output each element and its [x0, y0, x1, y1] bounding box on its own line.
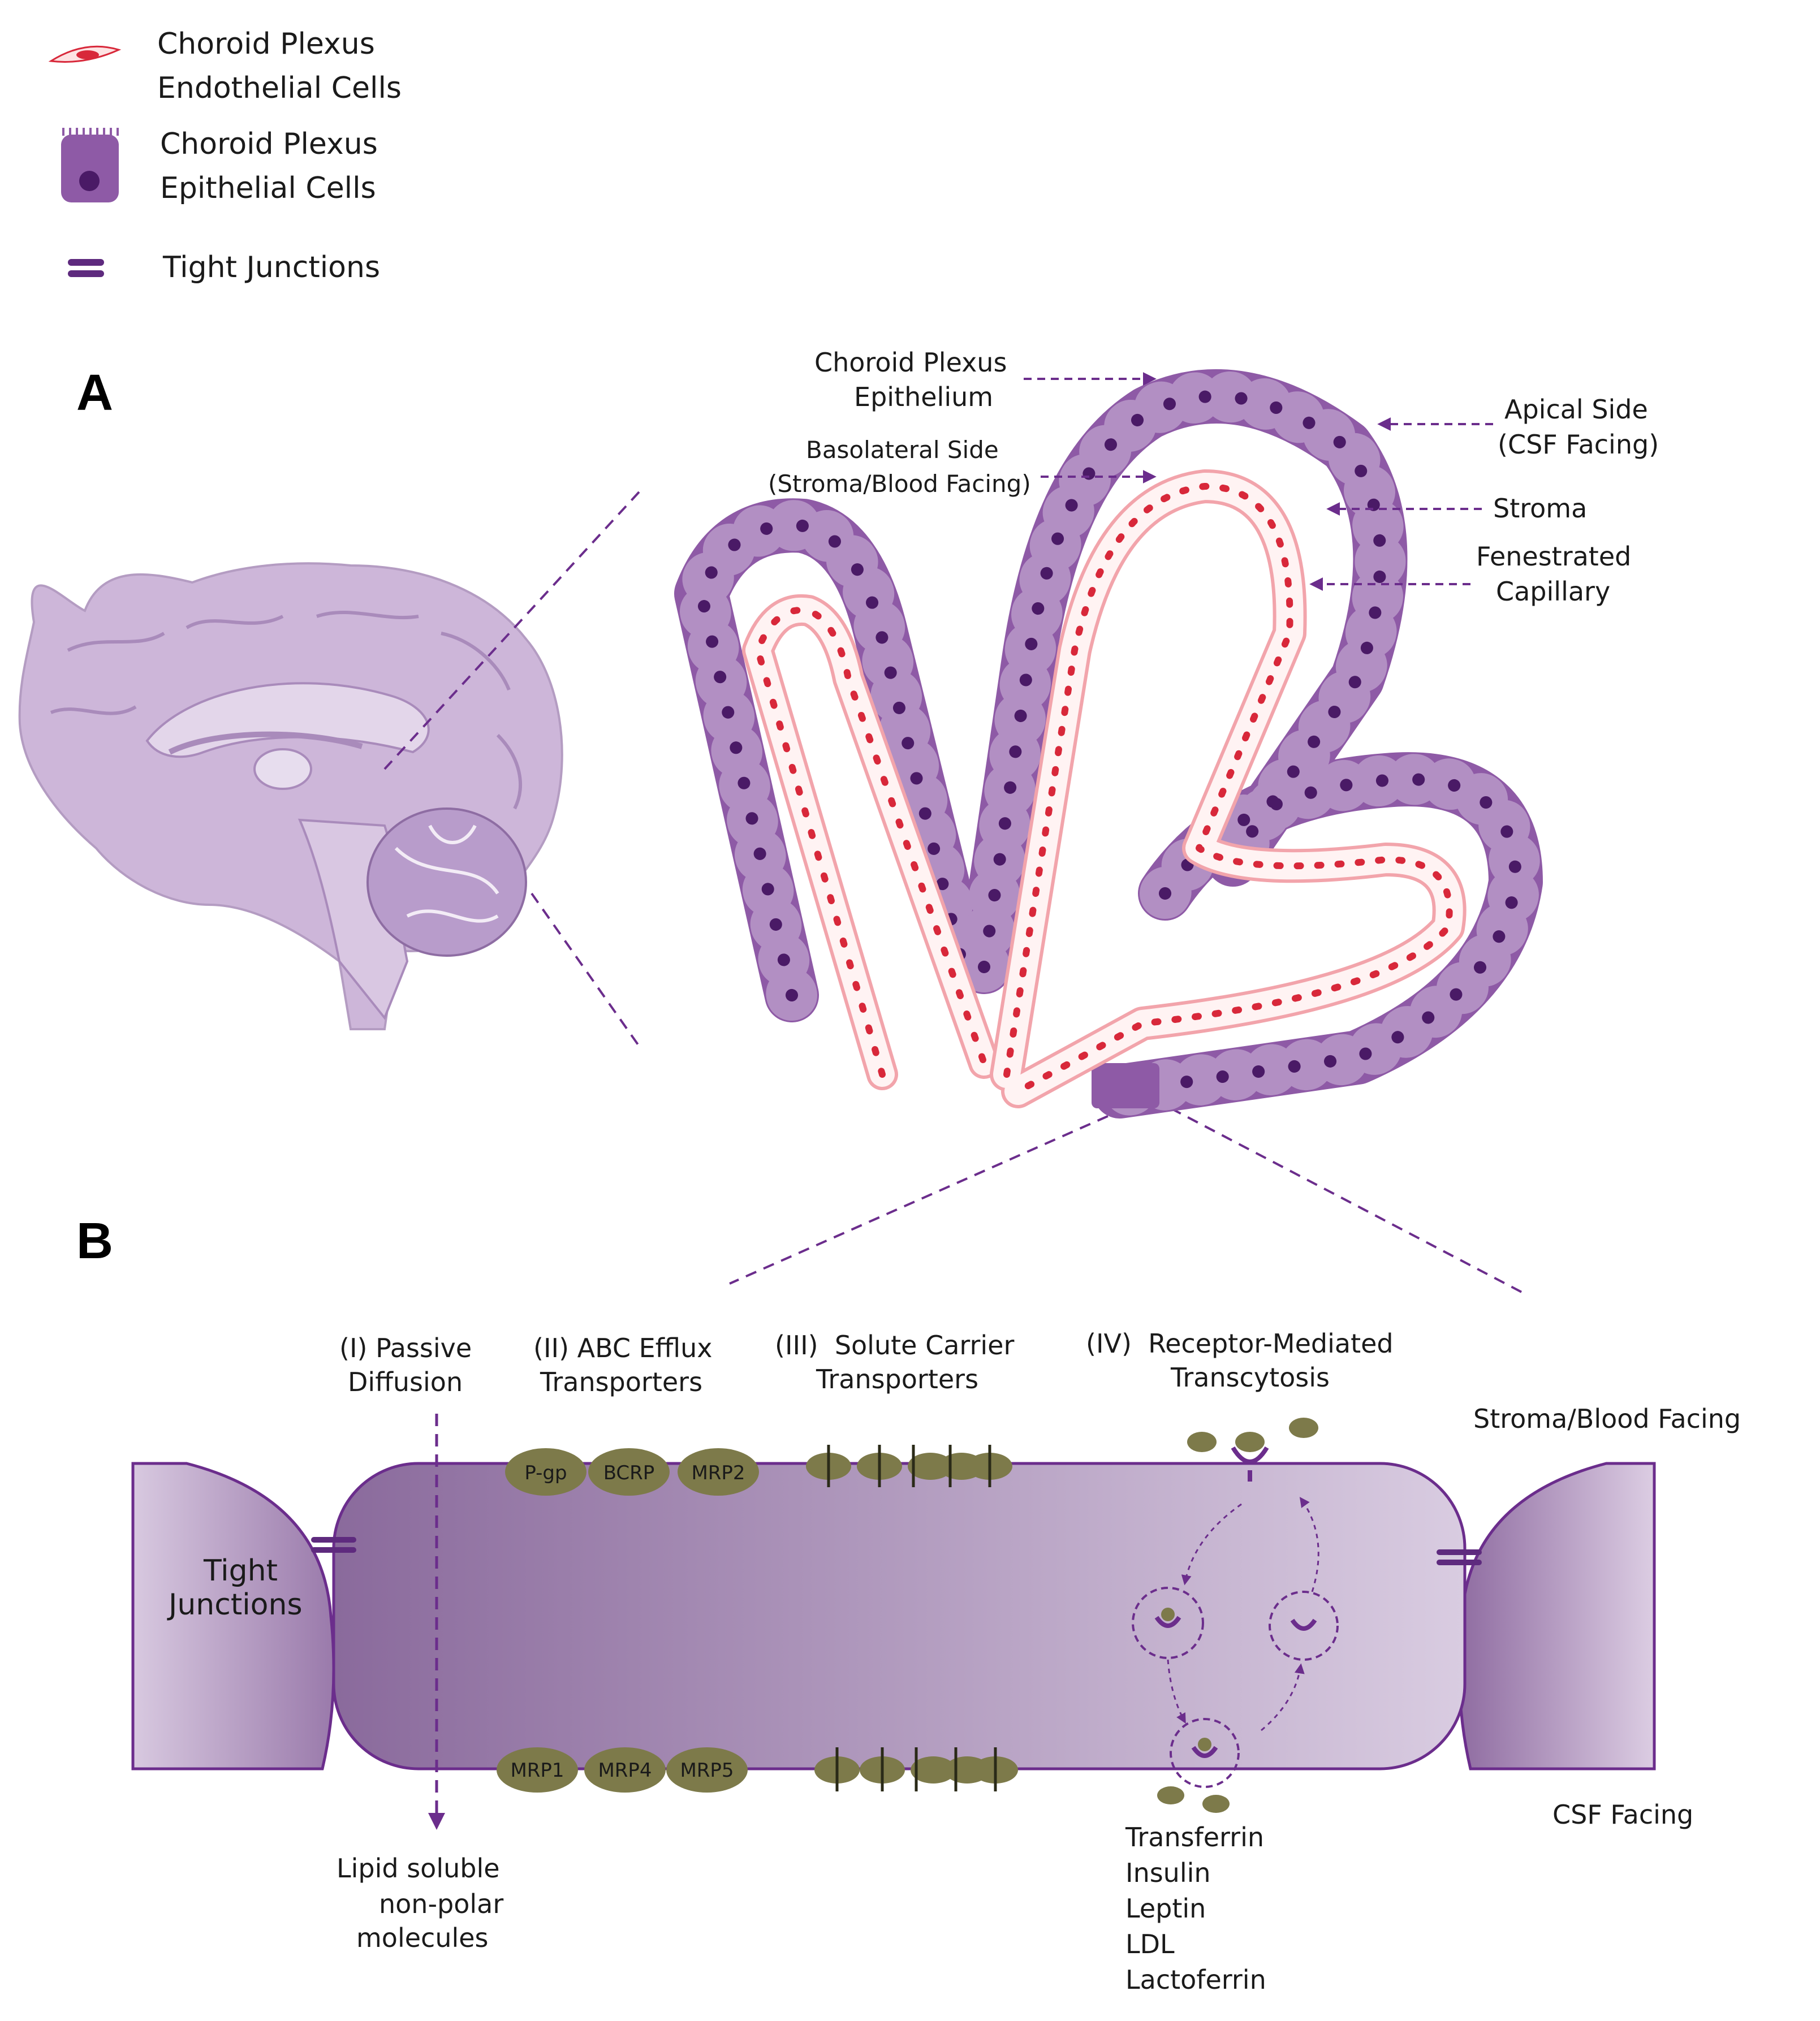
route-rmt-1: (IV) Receptor-Mediated	[1086, 1328, 1394, 1359]
cerebellum	[366, 807, 527, 957]
route-passive-1: (I) Passive	[339, 1333, 472, 1363]
label-stroma: Stroma	[1493, 493, 1587, 524]
panel-a-letter: A	[76, 365, 113, 421]
route-slc-1: (III) Solute Carrier	[775, 1330, 1014, 1361]
legend-epithelial-line2: Epithelial Cells	[160, 171, 376, 205]
epithelial-cell-icon	[61, 128, 119, 202]
abc-transporters-top: P-gp BCRP MRP2	[505, 1448, 759, 1496]
transporter-mrp1: MRP1	[510, 1759, 564, 1782]
tj-label-2: Junctions	[167, 1588, 303, 1622]
transporter-mrp5: MRP5	[680, 1759, 734, 1782]
label-csf-facing: CSF Facing	[1552, 1799, 1693, 1830]
label-epithelium-2: Epithelium	[854, 382, 993, 412]
legend-endothelial-line1: Choroid Plexus	[157, 27, 375, 61]
choroid-plexus-illustration	[674, 369, 1543, 1119]
membrane-lines	[133, 1462, 1654, 1770]
route-passive-2: Diffusion	[348, 1367, 463, 1397]
epithelial-cell-b	[332, 1462, 1467, 1770]
panel-a-arrows	[1024, 372, 1493, 591]
lipid-line3: molecules	[356, 1923, 489, 1953]
tight-junction-left	[311, 1537, 356, 1553]
label-capillary-2: Capillary	[1496, 576, 1610, 607]
label-apical-2: (CSF Facing)	[1498, 429, 1659, 460]
ligand-leptin: Leptin	[1125, 1893, 1206, 1924]
tight-junction-icon	[68, 259, 104, 277]
transporter-pgp: P-gp	[524, 1462, 567, 1484]
transporter-bcrp: BCRP	[603, 1462, 655, 1484]
label-apical-1: Apical Side	[1504, 394, 1648, 425]
label-stroma-blood-facing: Stroma/Blood Facing	[1473, 1404, 1741, 1434]
brain-illustration	[18, 562, 563, 1030]
label-epithelium-1: Choroid Plexus	[814, 347, 1007, 378]
route-slc-2: Transporters	[816, 1364, 978, 1394]
left-neighbor-cell	[131, 1462, 335, 1770]
right-neighbor-cell	[1457, 1462, 1656, 1770]
label-basolateral-2: (Stroma/Blood Facing)	[768, 470, 1031, 498]
zoom-lines-a	[383, 491, 1528, 1296]
ligand-transferrin: Transferrin	[1125, 1822, 1264, 1852]
legend-epithelial-line1: Choroid Plexus	[160, 127, 378, 161]
route-rmt-2: Transcytosis	[1170, 1362, 1330, 1393]
transporter-mrp2: MRP2	[691, 1462, 745, 1484]
transporter-mrp4: MRP4	[598, 1759, 652, 1782]
slc-transporters-bottom	[814, 1747, 1018, 1791]
endothelial-cell-icon	[48, 45, 122, 63]
lipid-line2: non-polar	[379, 1889, 503, 1919]
ligand-ldl: LDL	[1125, 1929, 1175, 1959]
transcytosis-pathway	[1132, 1418, 1339, 1813]
legend-endothelial-line2: Endothelial Cells	[157, 71, 402, 105]
ligand-insulin: Insulin	[1125, 1858, 1211, 1888]
legend: Choroid Plexus Endothelial Cells Choroid…	[48, 27, 402, 284]
tj-label-1: Tight	[203, 1554, 278, 1588]
panel-b-letter: B	[76, 1213, 113, 1269]
label-capillary-1: Fenestrated	[1476, 541, 1631, 572]
abc-transporters-bottom: MRP1 MRP4 MRP5	[497, 1747, 748, 1793]
route-abc-2: Transporters	[540, 1367, 702, 1397]
lipid-line1: Lipid soluble	[337, 1853, 500, 1884]
slc-transporters-top	[806, 1445, 1012, 1487]
label-basolateral-1: Basolateral Side	[806, 436, 999, 464]
ligand-lactoferrin: Lactoferrin	[1125, 1964, 1266, 1995]
tight-junction-right	[1437, 1549, 1482, 1565]
route-abc-1: (II) ABC Efflux	[533, 1333, 713, 1363]
legend-tight-junctions: Tight Junctions	[162, 251, 380, 284]
